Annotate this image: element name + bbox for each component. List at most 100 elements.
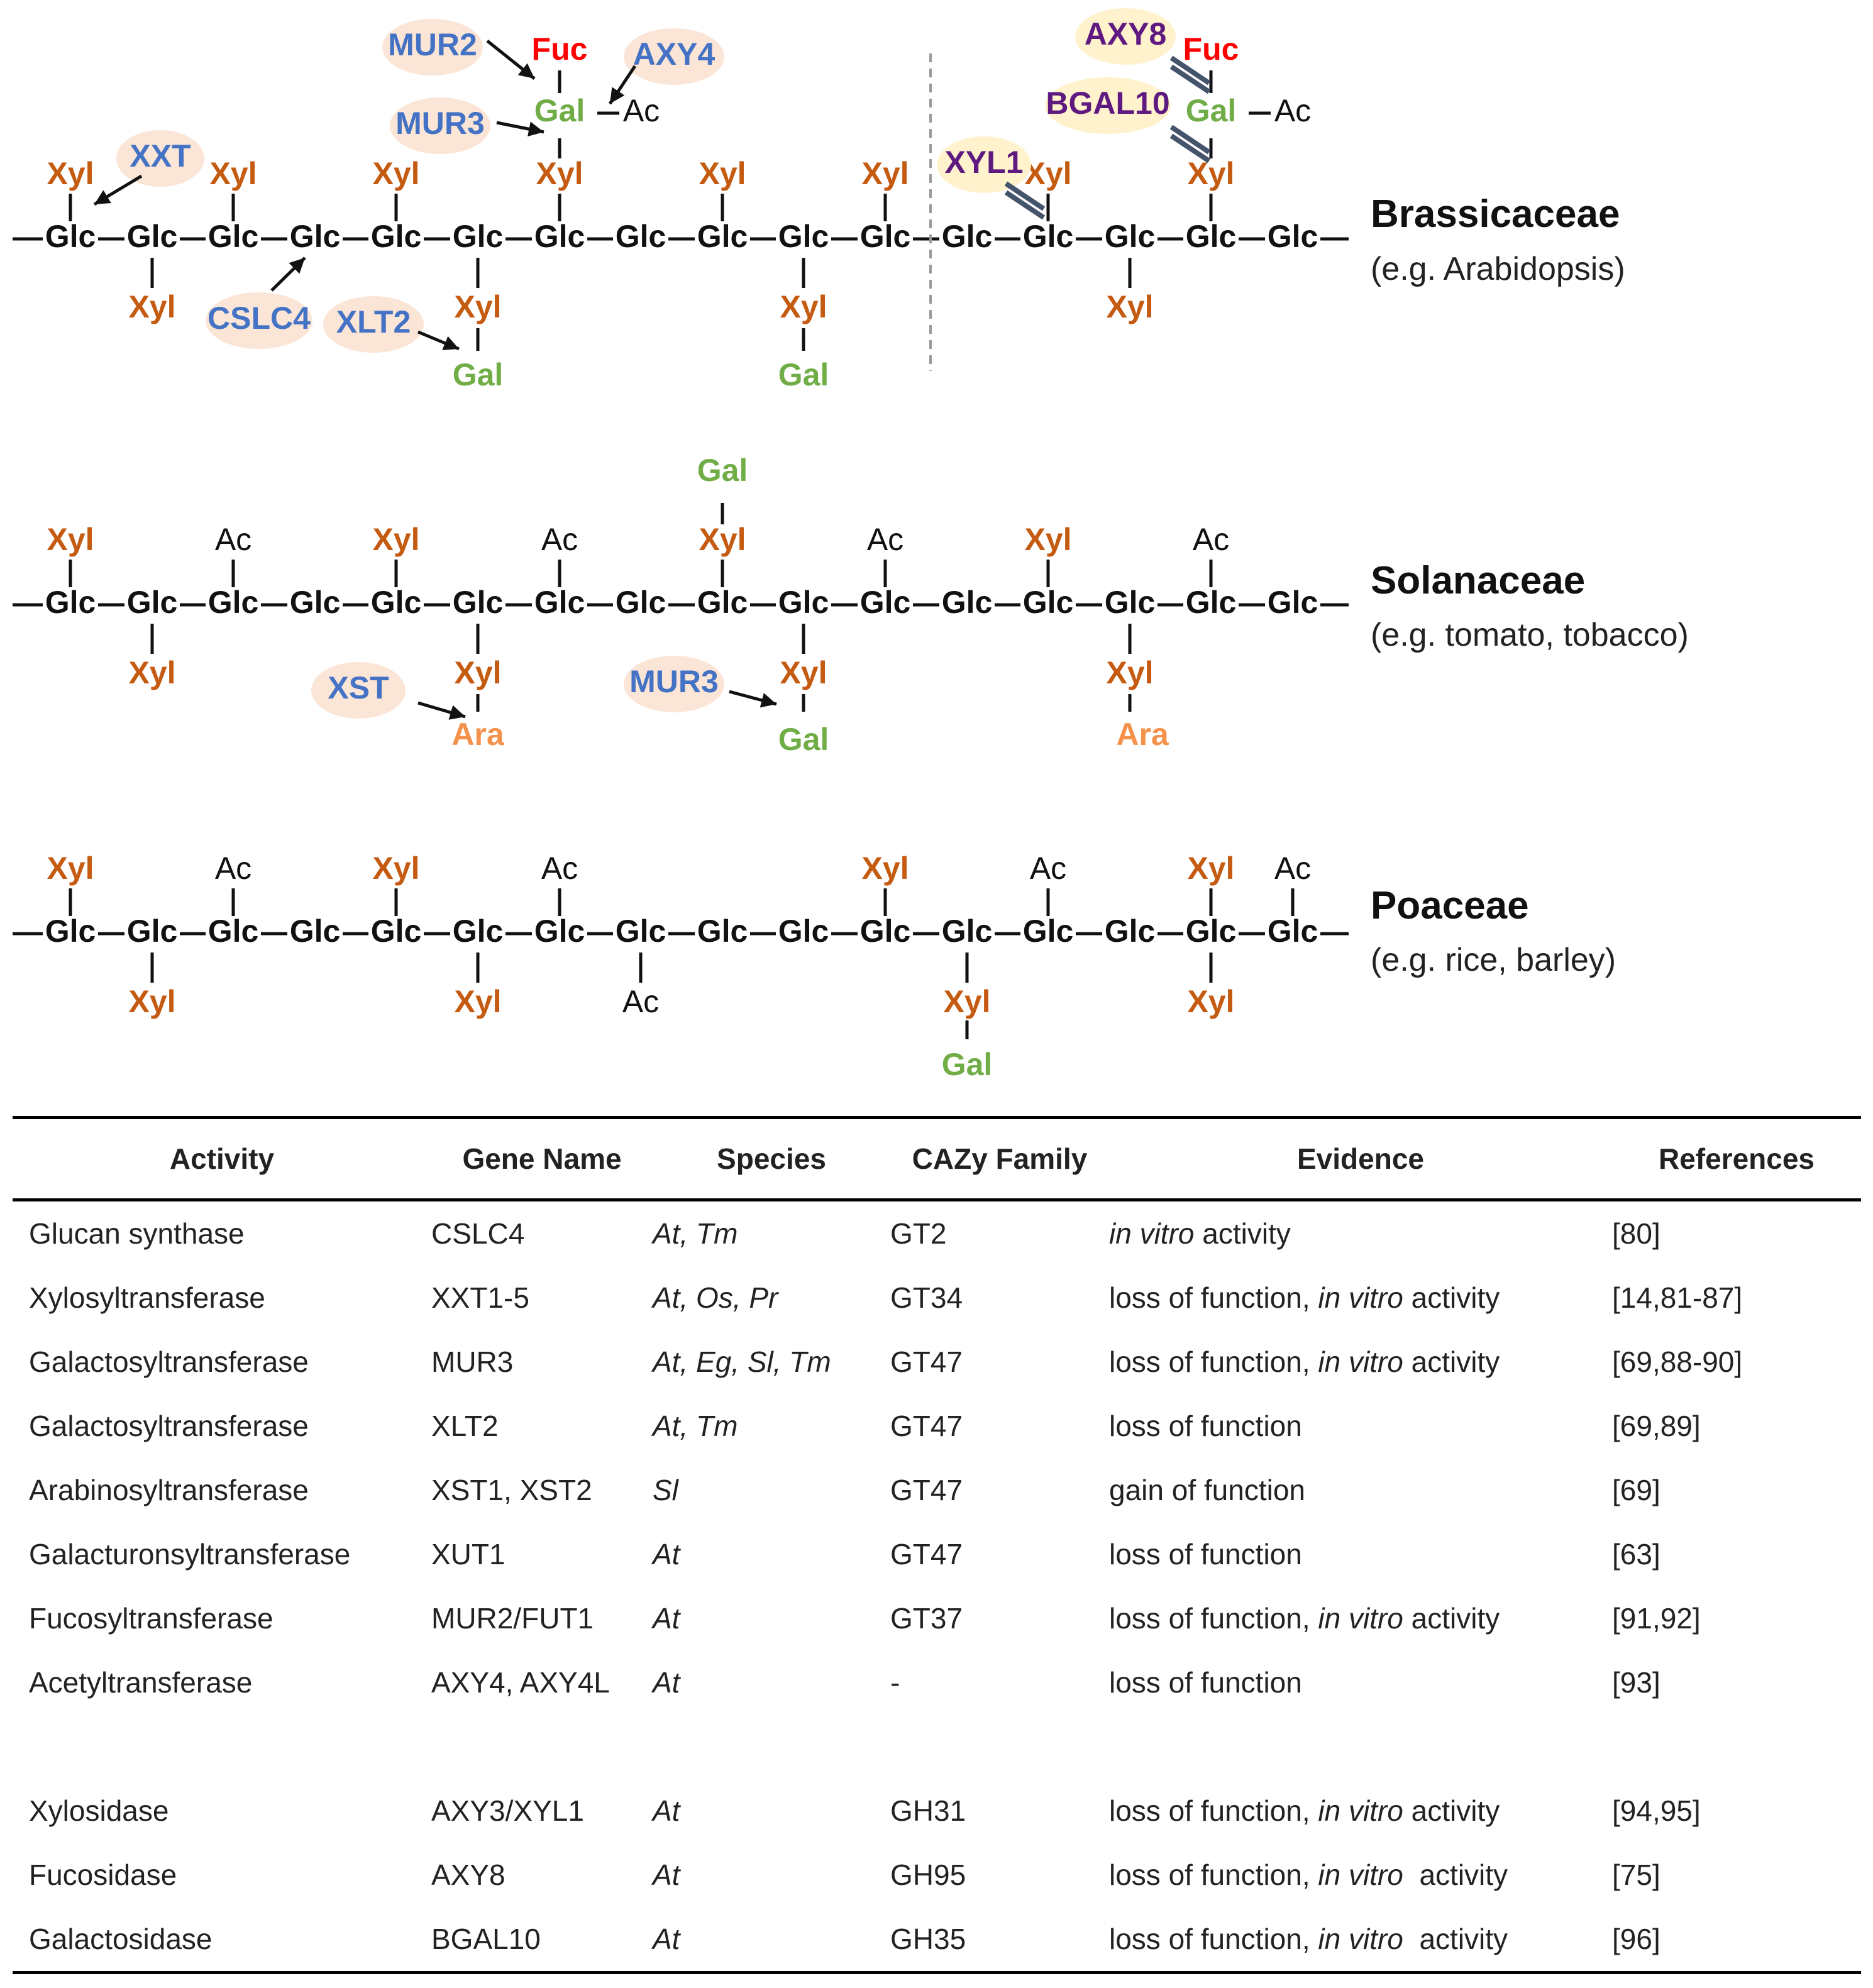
cell-species: At bbox=[653, 1538, 680, 1571]
sugar-glc: Glc bbox=[453, 585, 504, 620]
evidence-text: loss of function bbox=[1109, 1666, 1302, 1699]
family-example-poaceae: (e.g. rice, barley) bbox=[1371, 942, 1616, 978]
header-evidence: Evidence bbox=[1297, 1142, 1424, 1175]
glc-bg bbox=[939, 914, 995, 954]
sugar-xyl: Xyl bbox=[1187, 156, 1234, 191]
cell-activity: Glucan synthase bbox=[29, 1217, 245, 1250]
glc-bg bbox=[1102, 585, 1158, 625]
cell-cazy-family: GT47 bbox=[890, 1474, 963, 1506]
cell-gene-name: MUR3 bbox=[431, 1345, 514, 1378]
cell-species: At bbox=[653, 1602, 680, 1635]
cell-activity: Arabinosyltransferase bbox=[29, 1474, 309, 1506]
cell-gene-name: AXY4, AXY4L bbox=[431, 1666, 610, 1699]
glc-bg bbox=[939, 219, 995, 259]
table-header-row: Activity Gene Name Species CAZy Family E… bbox=[13, 1117, 1861, 1200]
cell-species: At, Eg, Sl, Tm bbox=[653, 1345, 831, 1378]
sugar-xyl: Xyl bbox=[454, 289, 501, 324]
glc-bg bbox=[532, 914, 587, 954]
glc-bg bbox=[776, 219, 831, 259]
cleavage-mark bbox=[1169, 133, 1211, 163]
glc-bg bbox=[613, 585, 668, 625]
cell-cazy-family: GT2 bbox=[890, 1217, 947, 1250]
evidence-italic: in vitro bbox=[1318, 1858, 1403, 1891]
glc-bg bbox=[613, 914, 668, 954]
cell-cazy-family: GT34 bbox=[890, 1281, 963, 1314]
sugar-xyl: Xyl bbox=[372, 522, 419, 557]
sugar-glc: Glc bbox=[942, 914, 993, 949]
glc-bg bbox=[124, 585, 180, 625]
cell-references: [69,89] bbox=[1612, 1410, 1701, 1442]
glc-bg bbox=[450, 585, 506, 625]
enzyme-label-bgal10: BGAL10 bbox=[1046, 86, 1169, 121]
arrow-xxt-head bbox=[94, 190, 111, 204]
cell-gene-name: MUR2/FUT1 bbox=[431, 1602, 594, 1635]
cell-references: [69,88-90] bbox=[1612, 1345, 1743, 1378]
cell-evidence: loss of function bbox=[1109, 1650, 1612, 1715]
cell-references: [80] bbox=[1612, 1217, 1660, 1250]
cell-evidence bbox=[1109, 1715, 1612, 1779]
sugar-glc: Glc bbox=[208, 914, 259, 949]
cell-species: At, Os, Pr bbox=[653, 1281, 778, 1314]
enzyme-oval-mur2 bbox=[382, 19, 483, 75]
sugar-glc: Glc bbox=[45, 585, 96, 620]
cell-species: At, Tm bbox=[653, 1410, 738, 1442]
sugar-glc: Glc bbox=[127, 914, 178, 949]
cell-references: [75] bbox=[1612, 1858, 1660, 1891]
sugar-xyl: Xyl bbox=[128, 289, 175, 324]
sugar-glc: Glc bbox=[778, 219, 829, 254]
arrow-xlt2-head bbox=[442, 336, 459, 350]
cell-evidence: loss of function, in vitro activity bbox=[1109, 1330, 1612, 1394]
enzyme-oval-xyl1 bbox=[937, 136, 1031, 193]
glc-bg bbox=[1183, 914, 1239, 954]
sugar-ara: Ara bbox=[1116, 717, 1169, 752]
sugar-glc: Glc bbox=[1023, 219, 1074, 254]
evidence-text: loss of function, bbox=[1109, 1858, 1318, 1891]
sugar-xyl: Xyl bbox=[861, 156, 909, 191]
family-title-solanaceae: Solanaceae bbox=[1371, 559, 1586, 602]
cleavage-mark bbox=[1169, 55, 1211, 86]
sugar-xyl: Xyl bbox=[699, 156, 746, 191]
glc-bg bbox=[1265, 585, 1320, 625]
cell-evidence: loss of function bbox=[1109, 1394, 1612, 1458]
family-example-solanaceae: (e.g. tomato, tobacco) bbox=[1371, 617, 1689, 653]
sugar-glc: Glc bbox=[1186, 914, 1237, 949]
sugar-glc: Glc bbox=[534, 585, 585, 620]
glc-bg bbox=[695, 585, 750, 625]
glc-bg bbox=[532, 585, 587, 625]
enzyme-oval-xxt bbox=[116, 130, 204, 187]
enzyme-oval-mur3 bbox=[390, 97, 490, 154]
enzyme-oval-axy4 bbox=[624, 28, 724, 85]
enzyme-oval-bgal10 bbox=[1045, 77, 1171, 134]
evidence-text: loss of function, bbox=[1109, 1345, 1318, 1378]
cell-species: At, Tm bbox=[653, 1217, 738, 1250]
enzyme-label-xlt2: XLT2 bbox=[336, 304, 411, 340]
sugar-xyl: Xyl bbox=[780, 289, 827, 324]
cell-references bbox=[1612, 1715, 1861, 1779]
sugar-glc: Glc bbox=[1186, 219, 1237, 254]
evidence-text: activity bbox=[1403, 1794, 1500, 1827]
family-title-poaceae: Poaceae bbox=[1371, 884, 1529, 927]
sugar-glc: Glc bbox=[1023, 585, 1074, 620]
sugar-gal: Gal bbox=[453, 357, 504, 392]
glc-bg bbox=[613, 219, 668, 259]
cell-species: At bbox=[653, 1794, 680, 1827]
cell-species bbox=[653, 1715, 890, 1779]
sugar-xyl: Xyl bbox=[1024, 522, 1071, 557]
evidence-text: activity bbox=[1403, 1923, 1508, 1955]
sugar-ac: Ac bbox=[215, 851, 251, 886]
sugar-gal: Gal bbox=[534, 93, 585, 128]
cell-species: At bbox=[653, 1923, 680, 1955]
enzyme-oval-mur3 bbox=[624, 656, 724, 712]
cell-cazy-family: GT47 bbox=[890, 1538, 963, 1571]
arrow-axy4-head bbox=[610, 87, 625, 104]
sugar-glc: Glc bbox=[534, 219, 585, 254]
cell-species: At bbox=[653, 1858, 680, 1891]
sugar-xyl: Xyl bbox=[209, 156, 257, 191]
sugar-glc: Glc bbox=[778, 585, 829, 620]
glc-bg bbox=[287, 219, 343, 259]
cell-references: [96] bbox=[1612, 1923, 1660, 1955]
sugar-ac: Ac bbox=[541, 851, 578, 886]
